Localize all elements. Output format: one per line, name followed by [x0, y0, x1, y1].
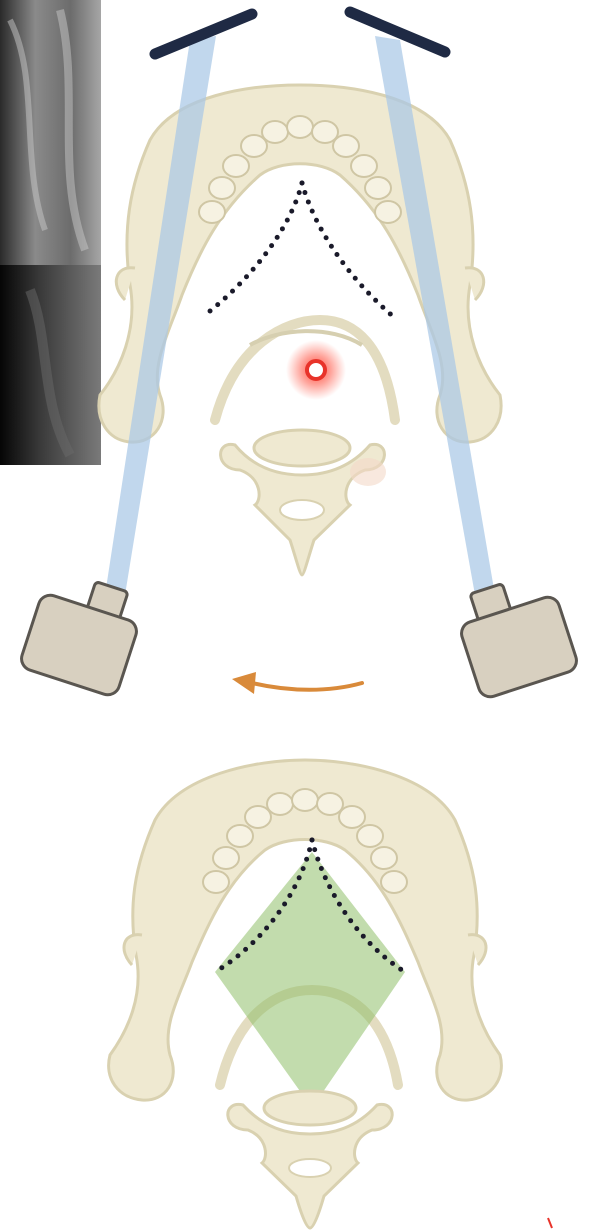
- red-glow-dot-icon: [286, 340, 346, 400]
- right-xray-tube: [458, 584, 579, 700]
- bottom-vertebra: [228, 1091, 392, 1228]
- corner-mark: [548, 1218, 552, 1228]
- left-xray-tube: [18, 582, 139, 698]
- image-layer-region: [215, 852, 405, 1108]
- top-vertebra: [221, 430, 386, 575]
- curved-arrow-left-icon: [232, 672, 362, 694]
